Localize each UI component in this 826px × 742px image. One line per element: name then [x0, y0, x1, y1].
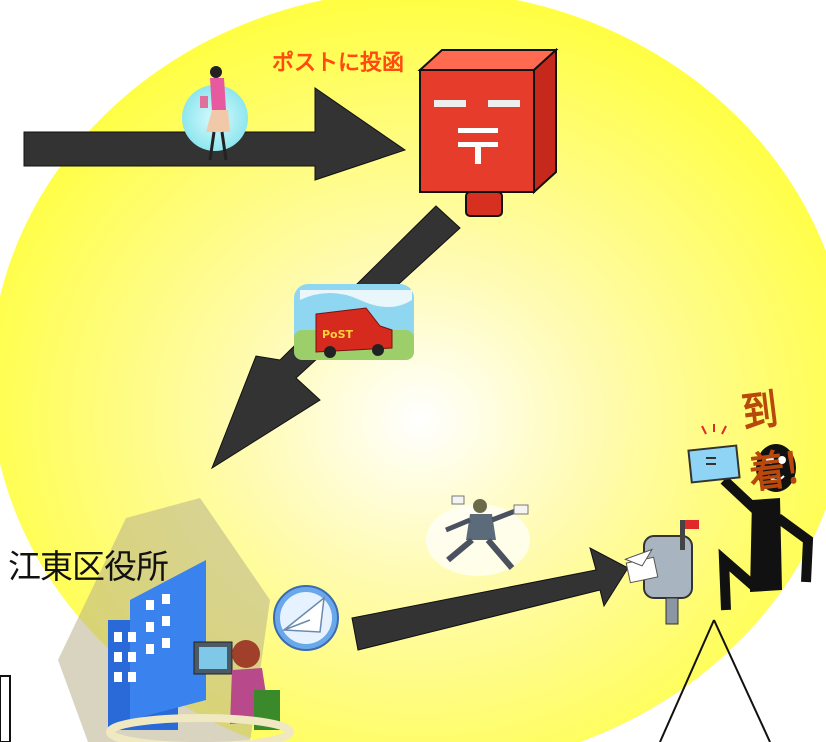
mailbox-icon	[623, 520, 699, 625]
office-label: 江東区役所	[8, 547, 169, 586]
svg-text:PoST: PoST	[322, 328, 354, 341]
post-label: ポストに投函	[272, 50, 404, 76]
office-worker-icon	[106, 640, 294, 742]
email-icon	[273, 585, 339, 651]
post-van-icon: PoST	[294, 284, 414, 360]
walking-woman-icon	[182, 66, 248, 161]
arrow-to-mailbox	[351, 547, 629, 651]
left-edge-frame	[0, 675, 11, 742]
running-courier-icon	[426, 495, 530, 576]
office-building-icon	[58, 498, 270, 742]
postbox-icon	[417, 47, 559, 217]
stick-figure-icon	[659, 424, 814, 742]
arrive-label: 到着！	[739, 384, 821, 499]
